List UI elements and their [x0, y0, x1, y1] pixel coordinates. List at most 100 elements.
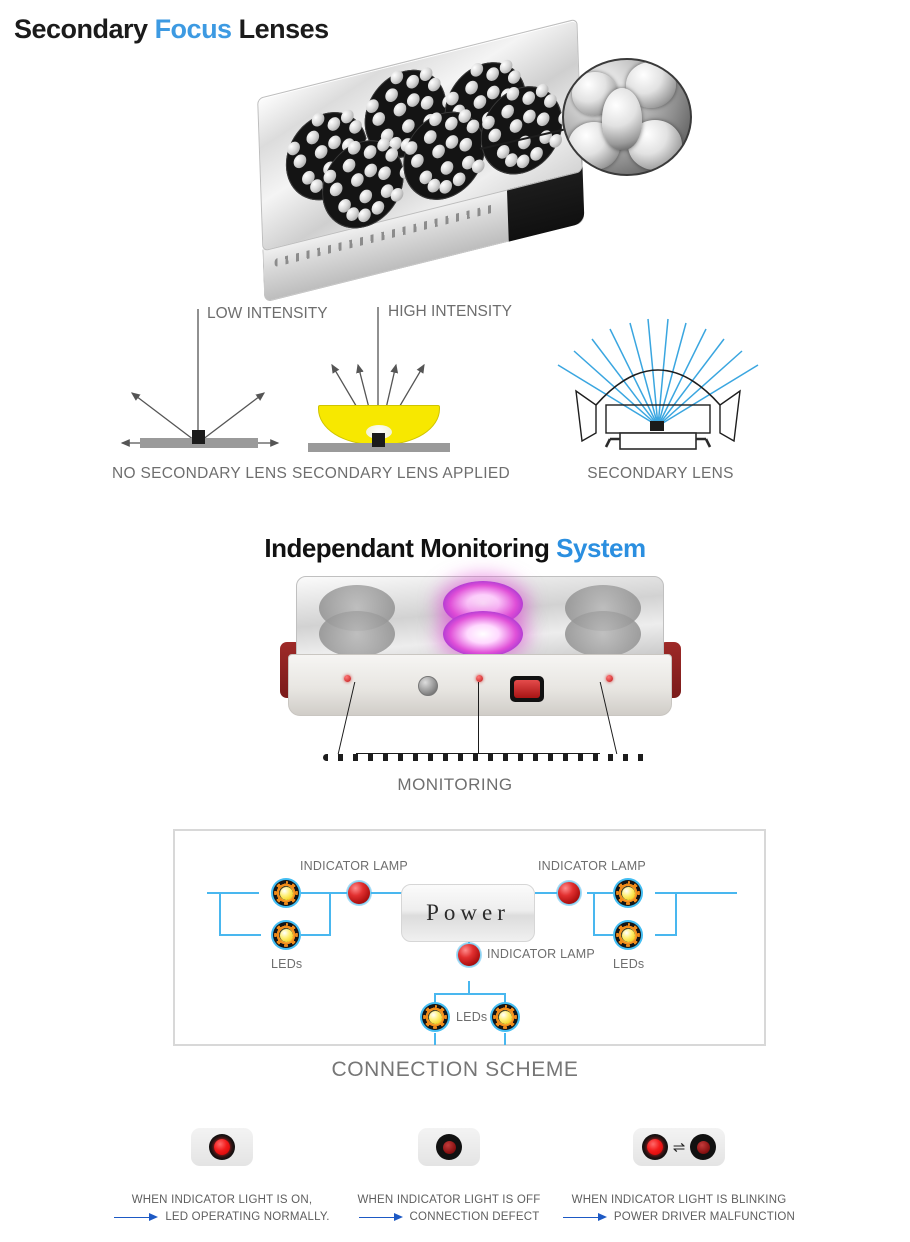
status-line-2-wrap: CONNECTION DEFECT [299, 1209, 599, 1226]
leader-line-horizontal [356, 753, 600, 755]
title-part-lenses: Lenses [231, 14, 330, 44]
wire [301, 934, 331, 936]
diagram-secondary-lens-applied: HIGH INTENSITY SECONDARY LENS APPLIED [292, 295, 512, 490]
swap-arrows-icon: ⇌ [672, 1138, 686, 1156]
indicator-bulb-on [641, 1134, 668, 1160]
arrow-right-icon [114, 1213, 159, 1222]
label-indicator-lamp-right: INDICATOR LAMP [538, 859, 646, 873]
status-item-on: WHEN INDICATOR LIGHT IS ON, LED OPERATIN… [72, 1128, 372, 1225]
status-text-blinking: WHEN INDICATOR LIGHT IS BLINKING POWER D… [529, 1192, 829, 1225]
wire [675, 892, 677, 935]
product-vent-holes [323, 754, 653, 761]
secondary-lens-ray-svg [557, 318, 759, 450]
indicator-led-center [476, 675, 483, 682]
hero-product-image [80, 18, 800, 303]
status-line-2: CONNECTION DEFECT [409, 1210, 540, 1223]
led-emitter [420, 1002, 450, 1032]
status-item-off: WHEN INDICATOR LIGHT IS OFF CONNECTION D… [299, 1128, 599, 1225]
diagram-led-chip [372, 433, 385, 447]
wire [219, 934, 261, 936]
diagram-title-low-intensity: LOW INTENSITY [207, 305, 328, 322]
status-line-1: WHEN INDICATOR LIGHT IS ON, [131, 1194, 313, 1206]
indicator-bulb-off [690, 1134, 717, 1160]
wire [434, 993, 504, 995]
indicator-chip-on [191, 1128, 253, 1166]
title-part-secondary: Secondary [14, 14, 155, 44]
wire [535, 892, 565, 894]
page-title-monitoring: Independant Monitoring System [0, 533, 910, 564]
led-cluster-gray [565, 611, 641, 657]
indicator-chip-off [418, 1128, 480, 1166]
wire [504, 993, 506, 1007]
wire [593, 934, 615, 936]
indicator-bulb-on [209, 1134, 235, 1160]
wire [207, 892, 259, 894]
title-part-focus: Focus [154, 14, 233, 44]
page-title-lenses: Secondary Focus Lenses [14, 14, 329, 45]
indicator-chip-blinking: ⇌ [633, 1128, 725, 1166]
arrow-right-icon [358, 1213, 403, 1222]
title-part-independant-monitoring: Independant Monitoring [264, 533, 557, 563]
connection-scheme-diagram: INDICATOR LAMP LEDs Power INDICATOR LAMP… [173, 829, 766, 1046]
diagram-no-secondary-lens: LOW INTENSITY NO SECONDARY LENS [112, 295, 328, 490]
diagram-caption-no-secondary-lens: NO SECONDARY LENS [112, 465, 288, 482]
status-line-2: LED OPERATING NORMALLY. [165, 1210, 330, 1223]
status-line-2-wrap: LED OPERATING NORMALLY. [72, 1209, 372, 1226]
monitoring-product-image [278, 568, 683, 768]
status-line-2: POWER DRIVER MALFUNCTION [613, 1210, 796, 1223]
wire [504, 1033, 506, 1045]
status-text-off: WHEN INDICATOR LIGHT IS OFF CONNECTION D… [299, 1192, 599, 1225]
led-emitter [271, 920, 301, 950]
indicator-led-right [606, 675, 613, 682]
status-text-on: WHEN INDICATOR LIGHT IS ON, LED OPERATIN… [72, 1192, 372, 1225]
monitoring-label: MONITORING [397, 775, 513, 794]
status-indicator-row: WHEN INDICATOR LIGHT IS ON, LED OPERATIN… [0, 1128, 910, 1242]
diagram-secondary-lens: SECONDARY LENS [548, 295, 773, 490]
wire [367, 892, 405, 894]
wire [219, 892, 221, 935]
indicator-lamp [557, 881, 581, 905]
label-indicator-lamp-center: INDICATOR LAMP [487, 947, 595, 961]
indicator-lamp [347, 881, 371, 905]
lens-closeup-callout [562, 58, 692, 176]
diagram-led-chip [192, 430, 205, 444]
wire [587, 892, 613, 894]
power-label: Power [426, 900, 510, 925]
product-top-face [296, 576, 664, 658]
label-leds-center: LEDs [456, 1010, 488, 1024]
wire [434, 1033, 436, 1045]
indicator-led-left [344, 675, 351, 682]
arrow-right-icon [562, 1213, 607, 1222]
status-line-1: WHEN INDICATOR LIGHT IS BLINKING [571, 1194, 787, 1206]
led-cluster-lit [443, 611, 523, 657]
status-line-1: WHEN INDICATOR LIGHT IS OFF [357, 1194, 541, 1206]
label-indicator-lamp-left: INDICATOR LAMP [300, 859, 408, 873]
power-box: Power [401, 884, 535, 942]
title-part-system: System [556, 533, 646, 563]
led-cluster-gray [319, 611, 395, 657]
led-emitter [490, 1002, 520, 1032]
wire [301, 892, 349, 894]
wire [468, 981, 470, 995]
indicator-bulb-off [436, 1134, 462, 1160]
power-switch[interactable] [510, 676, 544, 702]
led-emitter [613, 920, 643, 950]
indicator-lamp [457, 943, 481, 967]
power-socket [418, 676, 438, 696]
diagram-caption-secondary-lens-applied: SECONDARY LENS APPLIED [292, 465, 510, 482]
diagram-title-high-intensity: HIGH INTENSITY [388, 303, 513, 320]
diagram-caption-secondary-lens: SECONDARY LENS [587, 465, 734, 482]
product-front-face [288, 654, 672, 761]
status-item-blinking: ⇌ WHEN INDICATOR LIGHT IS BLINKING POWER… [529, 1128, 829, 1225]
led-emitter [613, 878, 643, 908]
label-leds-right: LEDs [613, 957, 645, 971]
wire [434, 993, 436, 1007]
leader-line [478, 682, 480, 754]
connection-scheme-caption: CONNECTION SCHEME [331, 1058, 579, 1081]
wire [655, 934, 677, 936]
wire [329, 892, 331, 935]
diagram-base-plate [308, 443, 450, 452]
lens-comparison-diagrams: LOW INTENSITY NO SECONDARY LENS HIGH INT… [0, 295, 910, 495]
wire [593, 892, 595, 935]
